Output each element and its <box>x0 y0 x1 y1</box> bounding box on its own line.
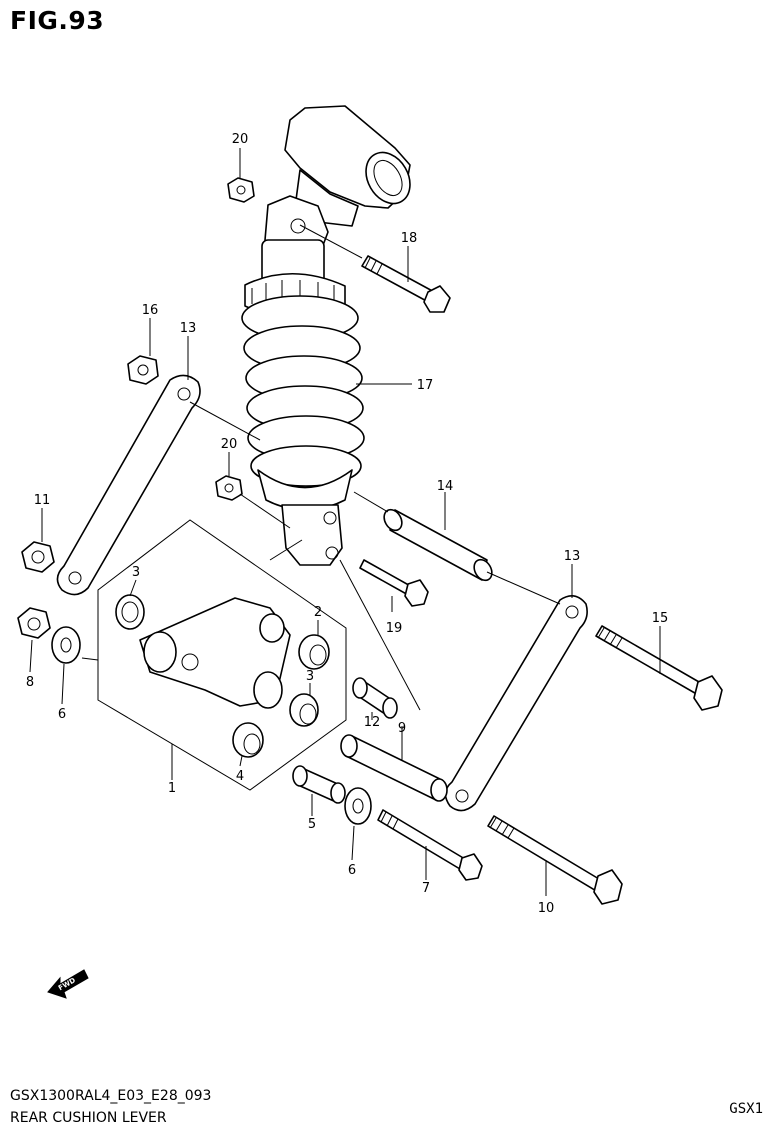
bolt-7[interactable] <box>377 809 483 881</box>
bolt-18[interactable] <box>361 255 451 313</box>
spacer-12[interactable] <box>352 677 398 719</box>
callout-4: 4 <box>236 769 244 784</box>
callout-5: 5 <box>308 817 316 832</box>
callout-1: 1 <box>168 781 176 796</box>
callout-20-lower: 20 <box>221 437 238 452</box>
callout-19: 19 <box>386 621 403 636</box>
washer-6-right[interactable] <box>344 787 372 825</box>
callout-7: 7 <box>422 881 430 896</box>
forward-arrow-icon: FWD <box>47 969 89 999</box>
bolt-19[interactable] <box>359 559 429 607</box>
washer-6-left[interactable] <box>51 626 81 664</box>
exploded-view-diagram: 20 18 16 13 17 20 11 14 13 3 2 15 3 19 8… <box>17 105 723 999</box>
tie-rod-13-left[interactable] <box>56 374 201 596</box>
nut-16[interactable] <box>127 355 159 385</box>
callout-8: 8 <box>26 675 34 690</box>
callout-6-right: 6 <box>348 863 356 878</box>
callout-2: 2 <box>314 605 322 620</box>
callout-9: 9 <box>398 721 406 736</box>
callout-18: 18 <box>401 231 418 246</box>
callout-10: 10 <box>538 901 555 916</box>
callout-17: 17 <box>417 378 434 393</box>
cushion-lever-assembly[interactable] <box>97 519 347 791</box>
bolt-10[interactable] <box>487 815 623 905</box>
model-code: GSX1300RAL4_E03_E28_093 <box>10 1088 212 1104</box>
nut-20-top[interactable] <box>227 177 255 203</box>
spacer-9[interactable] <box>340 734 448 802</box>
callout-20-top: 20 <box>232 132 249 147</box>
callout-15: 15 <box>652 611 669 626</box>
nut-20-lower[interactable] <box>215 475 243 501</box>
spacer-5[interactable] <box>292 765 346 804</box>
corner-tag: GSX1 <box>729 1101 763 1117</box>
tie-rod-13-right[interactable] <box>444 595 588 812</box>
nut-8[interactable] <box>17 607 51 639</box>
callout-3-left: 3 <box>132 565 140 580</box>
callout-12: 12 <box>364 715 381 730</box>
callout-16: 16 <box>142 303 159 318</box>
bolt-15[interactable] <box>595 625 723 711</box>
callout-6-left: 6 <box>58 707 66 722</box>
callout-14: 14 <box>437 479 454 494</box>
callout-3-right: 3 <box>306 669 314 684</box>
rear-shock-absorber[interactable] <box>241 105 419 566</box>
section-name: REAR CUSHION LEVER <box>10 1110 167 1126</box>
callout-13-right: 13 <box>564 549 581 564</box>
nut-11[interactable] <box>21 541 55 573</box>
figure-title: FIG.93 <box>10 6 105 35</box>
callout-13-left: 13 <box>180 321 197 336</box>
spacer-14[interactable] <box>381 506 496 583</box>
callout-11: 11 <box>34 493 51 508</box>
